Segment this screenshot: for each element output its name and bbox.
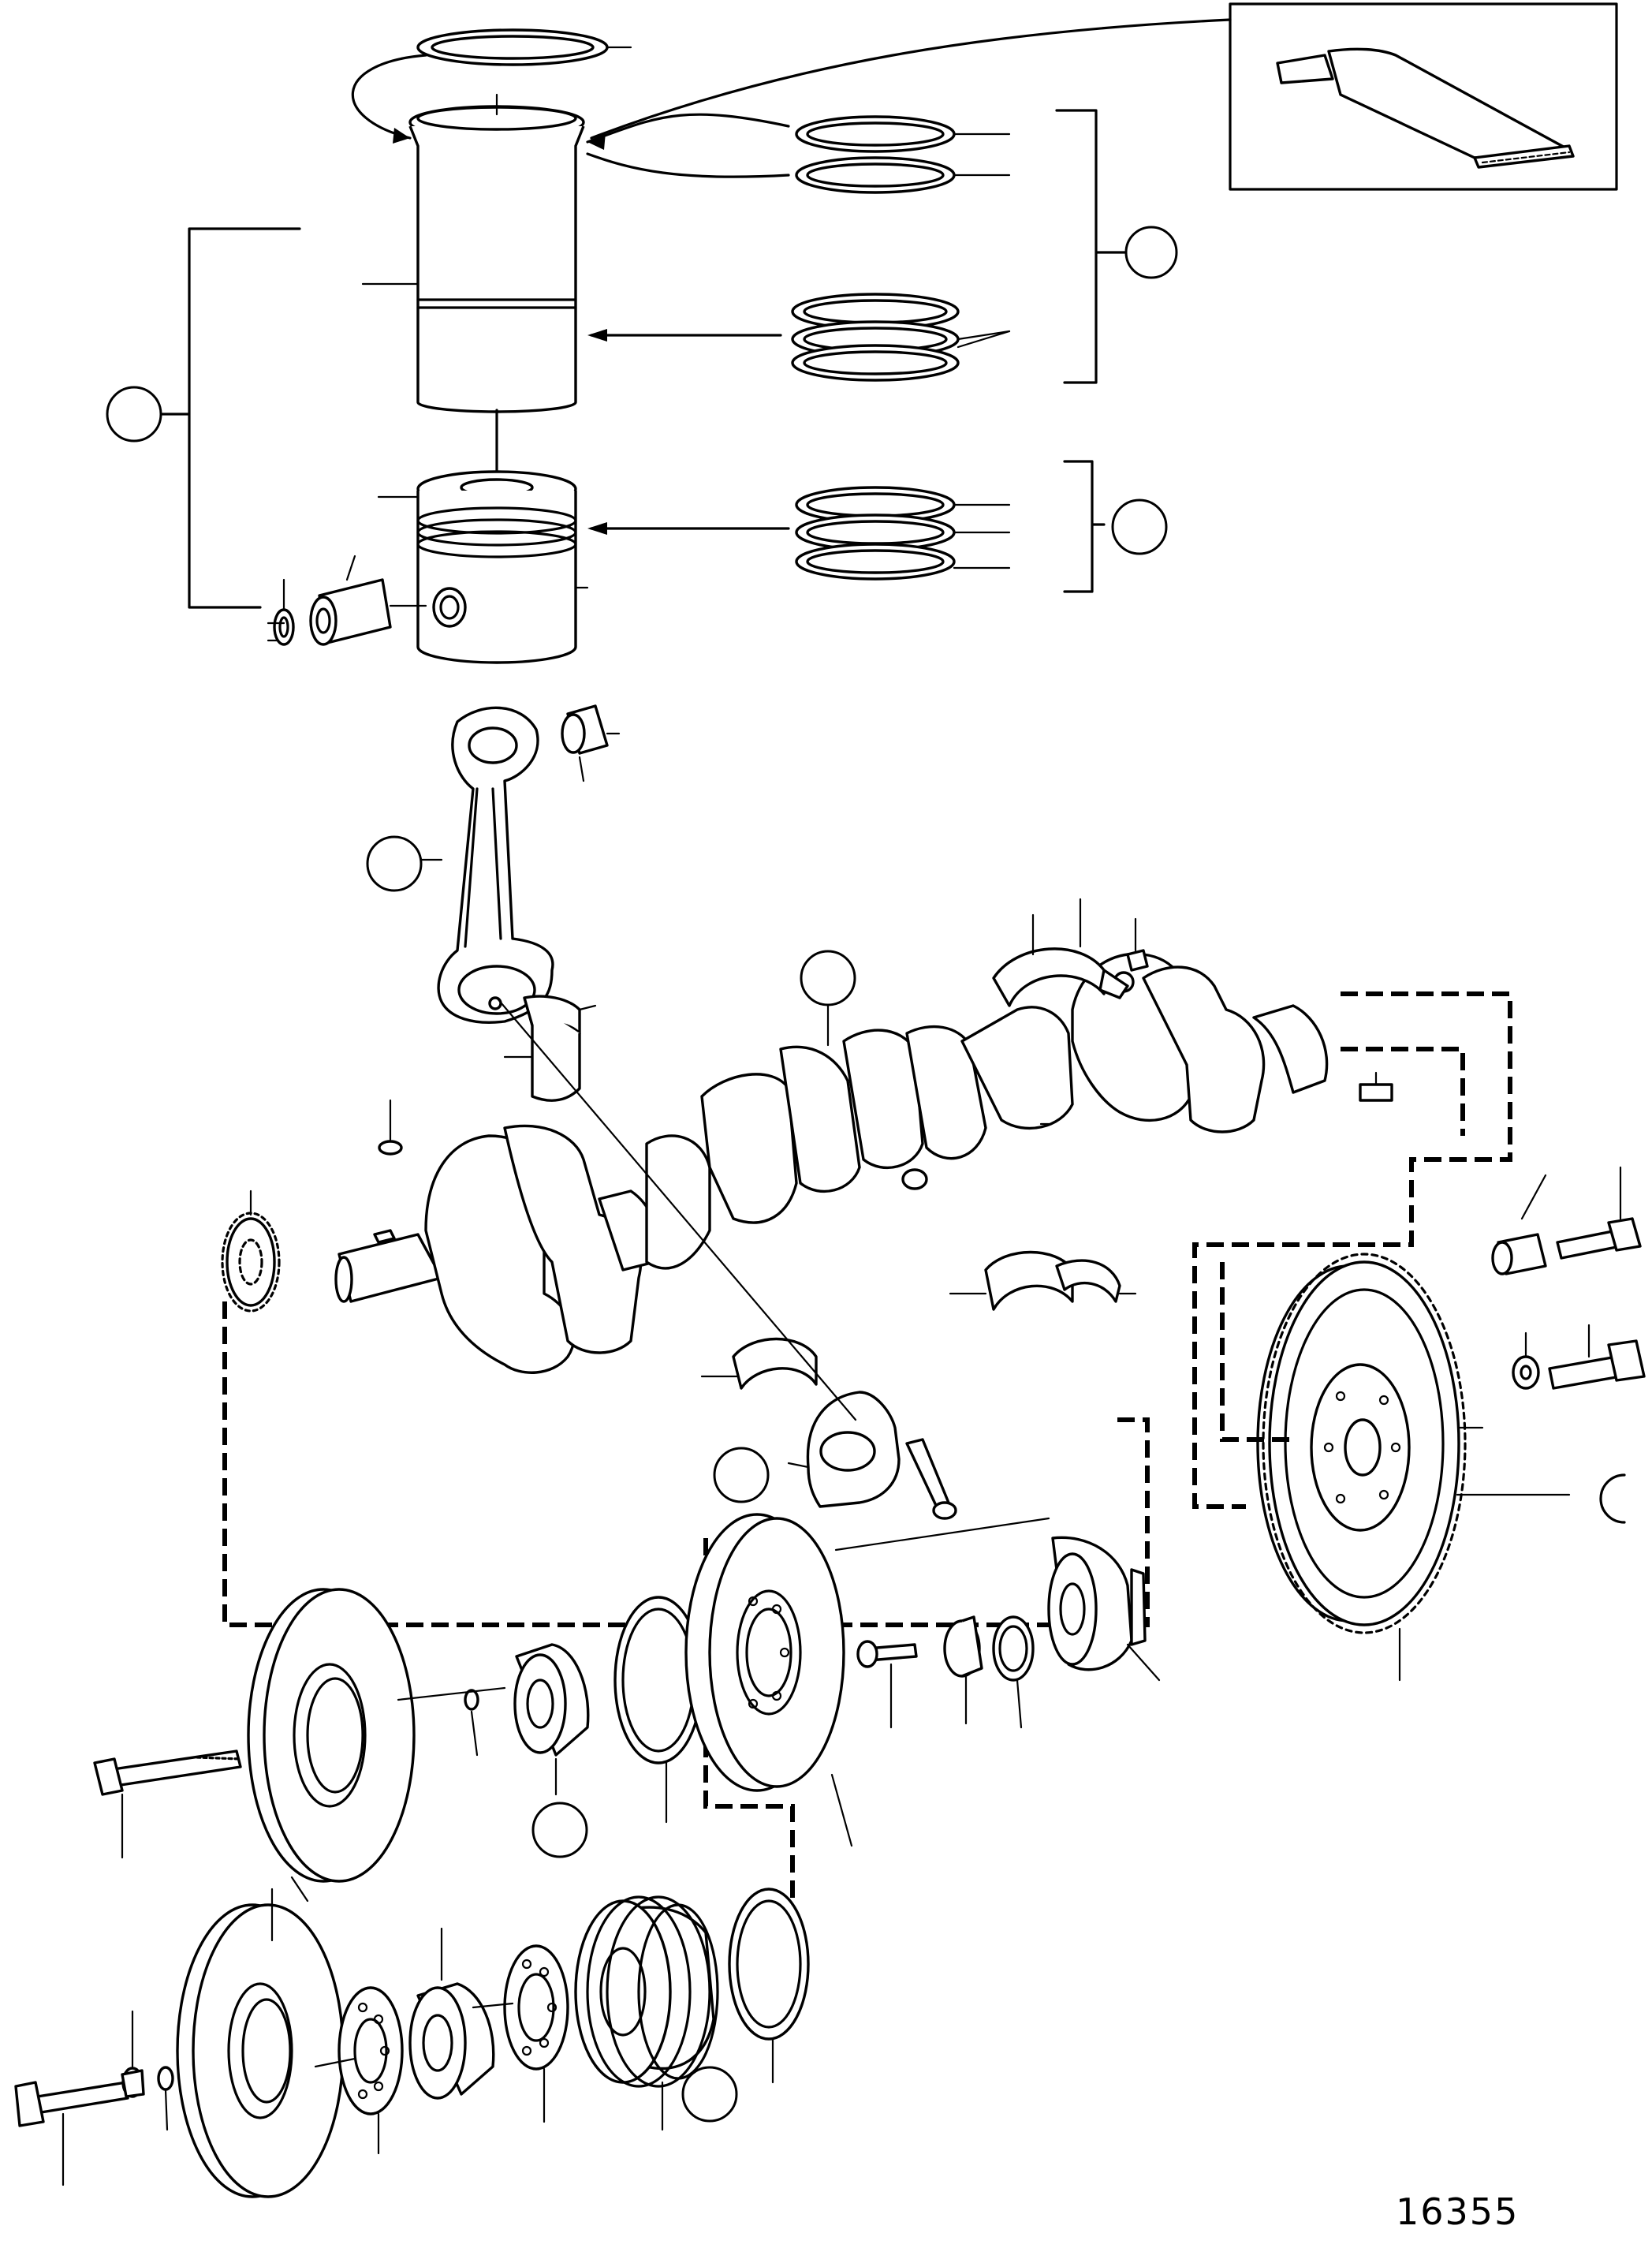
pulley-seal-ring	[992, 1615, 1035, 1729]
thrust-washer	[700, 1337, 818, 1390]
connecting-rod	[420, 706, 554, 1024]
seal-arrow-curve	[351, 54, 427, 140]
lower-pulley-bubble	[681, 2066, 738, 2123]
lower-flange-ring	[503, 1944, 569, 2123]
main-bearing-shell-lower	[949, 1250, 1137, 1311]
liner-lower-rings	[791, 293, 1011, 382]
rod-bolt	[905, 1438, 957, 1520]
piston-ring-bracket	[1063, 460, 1106, 593]
main-bearing-shell-upper	[992, 898, 1129, 1007]
flywheel-bubble-arc	[1599, 1473, 1626, 1524]
damper-bolt	[93, 1749, 242, 1859]
figure-number: 16355	[1396, 2190, 1519, 2233]
rod-cap	[787, 1391, 901, 1508]
small-end-bushing	[561, 704, 621, 782]
assembly-line-front	[222, 1301, 1150, 1627]
front-pulley	[684, 1513, 853, 1847]
flywheel-bolt-lower	[1548, 1324, 1646, 1390]
lower-axis-line-2	[472, 2002, 514, 2009]
piston-ring-bubble	[1111, 499, 1168, 555]
crankshaft-plug	[1126, 917, 1149, 972]
liner-seal-rings	[795, 115, 1011, 194]
arrow-head-b	[587, 329, 607, 342]
pulley-spacer	[943, 1615, 983, 1725]
assembly-line-flywheel-inner	[1220, 1047, 1465, 1442]
crankshaft	[334, 952, 1329, 1374]
front-hub-bubble	[531, 1802, 588, 1858]
lower-damper-bolt	[14, 2081, 129, 2186]
ring-arrow-1	[586, 113, 790, 144]
lower-flange-plate	[337, 1986, 404, 2155]
lower-bolt-o-ring	[157, 2066, 174, 2131]
lower-wear-ring	[728, 1888, 810, 2084]
rod-cap-bubble	[713, 1447, 770, 1503]
small-o-ring	[464, 1689, 479, 1757]
arrow-head-c	[587, 522, 607, 535]
front-hub	[513, 1643, 590, 1796]
flywheel	[1256, 1253, 1571, 1682]
rear-seal-hub	[1047, 1536, 1161, 1682]
lower-pulley	[574, 1895, 719, 2131]
o-ring-bubble	[1124, 226, 1178, 279]
connecting-rod-bubble	[366, 835, 423, 892]
piston-kit-bubble	[106, 386, 162, 443]
flywheel-bushing	[1491, 1174, 1547, 1275]
seal-arrow-head	[393, 128, 410, 144]
damper-axis-line	[397, 1686, 506, 1701]
woodruff-key	[378, 1099, 403, 1156]
piston	[377, 470, 589, 664]
vibration-damper	[247, 1588, 416, 1903]
sealant-inset	[1229, 2, 1618, 191]
ring-arrow-2	[586, 152, 790, 178]
lower-axis-line	[314, 2057, 356, 2068]
dowel-pin	[1359, 1071, 1393, 1102]
sealant-arrow	[590, 18, 1232, 140]
lower-vibration-damper	[176, 1888, 345, 2198]
piston-pin-circlip	[267, 578, 295, 646]
lower-bolt-washer	[121, 2010, 145, 2098]
lower-hub	[408, 1927, 495, 2100]
pulley-bolt	[856, 1640, 918, 1729]
rod-bearing-shell-upper	[503, 995, 597, 1102]
piston-kit-bracket	[156, 227, 301, 609]
flywheel-washer	[1512, 1331, 1540, 1390]
piston-rings	[795, 486, 1011, 581]
arrow-head-a	[587, 133, 606, 150]
crankshaft-gear	[221, 1189, 281, 1313]
o-ring-bracket	[1055, 109, 1137, 384]
pulley-axis-line-2	[834, 1517, 1050, 1552]
flywheel-bolt-upper	[1556, 1166, 1642, 1260]
crankshaft-bubble	[800, 950, 856, 1006]
piston-pin	[309, 555, 427, 646]
liner-top-seal-ring	[416, 28, 632, 66]
rod-axis-line	[495, 996, 857, 1421]
